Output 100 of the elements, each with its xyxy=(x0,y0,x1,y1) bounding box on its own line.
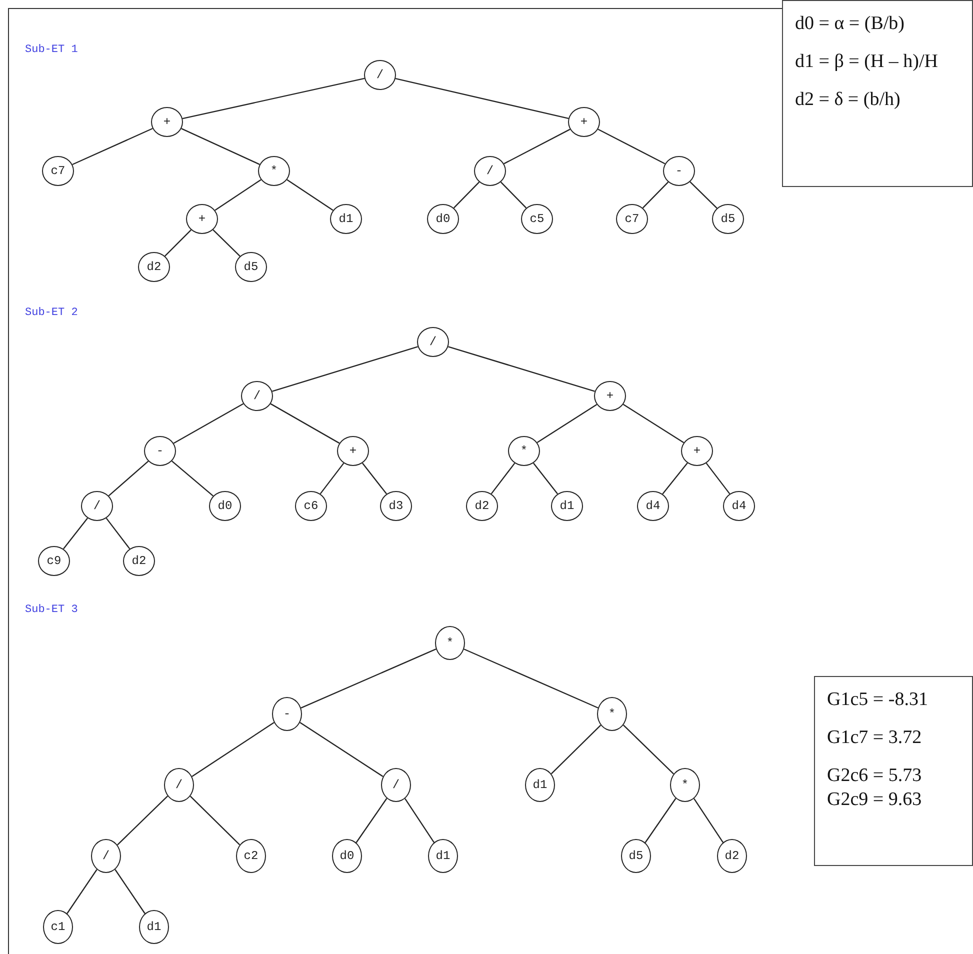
tree-edge xyxy=(550,724,602,774)
tree-node: + xyxy=(568,107,600,137)
tree-node: - xyxy=(272,697,302,731)
tree-node: + xyxy=(681,436,713,466)
tree-edge xyxy=(272,346,418,392)
tree-edge xyxy=(270,403,340,444)
tree-node: / xyxy=(91,839,121,873)
tree-edge xyxy=(116,796,168,846)
tree-node: / xyxy=(241,381,273,411)
tree-node: d0 xyxy=(427,204,459,234)
tree-edge xyxy=(404,798,434,843)
tree-heading: Sub-ET 1 xyxy=(25,44,78,56)
tree-edge xyxy=(362,462,388,494)
formula-text: G1c5 = -8.31 xyxy=(827,689,929,711)
tree-edge xyxy=(356,798,388,843)
formula-text: d1 = β = (H – h)/H xyxy=(795,50,939,73)
tree-node: c7 xyxy=(616,204,648,234)
tree-node: c9 xyxy=(38,546,70,576)
tree-node: c5 xyxy=(521,204,553,234)
tree-node: * xyxy=(508,436,540,466)
tree-node: + xyxy=(186,204,218,234)
definitions-box xyxy=(782,0,973,187)
tree-node: / xyxy=(474,156,506,186)
tree-node: c7 xyxy=(42,156,74,186)
tree-node: d1 xyxy=(330,204,362,234)
tree-node: / xyxy=(381,768,411,802)
tree-edge xyxy=(504,128,570,164)
tree-node: / xyxy=(364,60,396,90)
tree-node: / xyxy=(81,491,113,521)
tree-edge xyxy=(690,181,718,209)
tree-node: d2 xyxy=(138,252,170,282)
tree-node: d1 xyxy=(525,768,555,802)
tree-edge xyxy=(532,462,558,494)
tree-node: / xyxy=(417,327,449,357)
tree-node: d1 xyxy=(139,910,169,944)
tree-node: d4 xyxy=(723,491,755,521)
tree-node: d3 xyxy=(380,491,412,521)
tree-node: / xyxy=(164,768,194,802)
tree-edge xyxy=(114,869,146,914)
tree-edge xyxy=(181,128,260,165)
tree-edge xyxy=(300,648,436,708)
tree-edge xyxy=(448,346,595,392)
constants-box xyxy=(814,676,973,866)
tree-edge xyxy=(453,182,480,208)
tree-edge xyxy=(164,230,192,256)
tree-node: c1 xyxy=(43,910,73,944)
tree-node: d5 xyxy=(235,252,267,282)
tree-edge xyxy=(62,518,88,550)
tree-node: d2 xyxy=(123,546,155,576)
tree-node: * xyxy=(597,697,627,731)
tree-edge xyxy=(192,722,274,777)
tree-edge xyxy=(72,128,153,166)
formula-text: G1c7 = 3.72 xyxy=(827,726,923,749)
formula-text: d2 = δ = (b/h) xyxy=(795,88,902,111)
tree-edge xyxy=(395,78,569,119)
tree-node: + xyxy=(594,381,626,411)
formula-text: d0 = α = (B/b) xyxy=(795,13,906,35)
tree-node: d0 xyxy=(209,491,241,521)
tree-edge xyxy=(214,179,262,211)
tree-edge xyxy=(300,722,384,778)
tree-edge xyxy=(182,78,365,120)
tree-edge xyxy=(662,462,688,494)
tree-node: d5 xyxy=(621,839,651,873)
tree-edge xyxy=(286,179,334,211)
tree-node: + xyxy=(337,436,369,466)
tree-edge xyxy=(172,460,214,496)
tree-node: c6 xyxy=(295,491,327,521)
tree-node: * xyxy=(258,156,290,186)
tree-edge xyxy=(106,518,130,550)
tree-edge xyxy=(66,869,98,914)
tree-node: * xyxy=(670,768,700,802)
tree-edge xyxy=(464,648,598,708)
tree-node: d1 xyxy=(428,839,458,873)
tree-edge xyxy=(108,460,149,496)
tree-edge xyxy=(173,403,244,444)
formula-text: G2c9 = 9.63 xyxy=(827,788,923,810)
tree-edge xyxy=(500,182,527,208)
tree-heading: Sub-ET 3 xyxy=(25,604,78,616)
tree-node: d0 xyxy=(332,839,362,873)
tree-edge xyxy=(190,796,240,846)
tree-node: * xyxy=(435,626,465,660)
tree-edge xyxy=(644,798,676,843)
tree-edge xyxy=(706,462,730,494)
tree-node: d5 xyxy=(712,204,744,234)
tree-edge xyxy=(598,128,666,164)
tree-node: + xyxy=(151,107,183,137)
tree-edge xyxy=(642,182,669,208)
formula-text: G2c6 = 5.73 xyxy=(827,764,923,787)
tree-node: c2 xyxy=(236,839,266,873)
tree-edge xyxy=(212,229,240,257)
tree-edge xyxy=(622,404,684,444)
tree-node: - xyxy=(144,436,176,466)
tree-edge xyxy=(694,798,724,843)
tree-node: - xyxy=(663,156,695,186)
tree-node: d2 xyxy=(466,491,498,521)
tree-node: d2 xyxy=(717,839,747,873)
tree-edge xyxy=(622,724,674,774)
tree-edge xyxy=(490,462,516,494)
tree-node: d4 xyxy=(637,491,669,521)
tree-edge xyxy=(320,462,344,494)
